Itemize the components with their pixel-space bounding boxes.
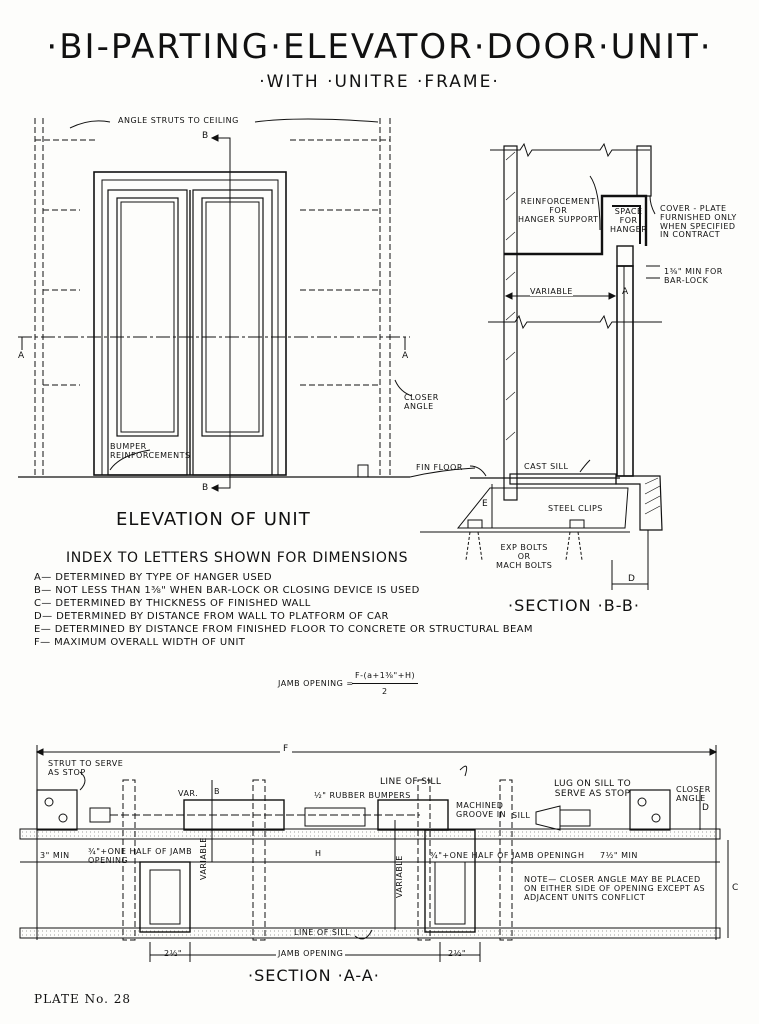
label-a-right: A (402, 351, 409, 361)
label-closer-angle-aa: CLOSER ANGLE (676, 785, 711, 803)
label-h-right: H (578, 851, 585, 860)
label-closer-angle: CLOSER ANGLE (404, 393, 439, 411)
elevation-caption: ELEVATION OF UNIT (116, 509, 311, 530)
label-closer-note: NOTE— CLOSER ANGLE MAY BE PLACED ON EITH… (524, 875, 706, 902)
label-machined-groove: MACHINED GROOVE IN (456, 801, 507, 819)
section-bb-caption: ·SECTION ·B-B· (508, 596, 640, 615)
section-bb-drawing (420, 142, 663, 590)
label-steel-clips: STEEL CLIPS (548, 504, 603, 513)
label-rubber-bumpers: ½" RUBBER BUMPERS (314, 791, 411, 800)
label-variable-left: VARIABLE (199, 837, 208, 880)
label-one-half-right: ¾"+ONE HALF OF JAMB OPENING (430, 851, 578, 860)
label-f: F (280, 745, 292, 754)
label-line-of-sill-bottom: LINE OF SILL (294, 928, 351, 937)
label-three-min: 3" MIN (40, 851, 70, 860)
formula-denominator: 2 (382, 687, 388, 696)
index-item: A— DETERMINED BY TYPE OF HANGER USED (34, 572, 272, 583)
index-item: D— DETERMINED BY DISTANCE FROM WALL TO P… (34, 611, 389, 622)
label-fin-floor: FIN FLOOR (416, 463, 463, 472)
page-subtitle: ·WITH ·UNITRE ·FRAME· (259, 72, 500, 92)
label-h-left: H (315, 849, 322, 858)
label-reinforcement: REINFORCEMENT FOR HANGER SUPPORT (518, 197, 599, 224)
label-a: A (622, 287, 629, 297)
label-cover-plate: COVER - PLATE FURNISHED ONLY WHEN SPECIF… (660, 204, 737, 240)
label-min-bar-lock: 1⅜" MIN FOR BAR-LOCK (664, 267, 723, 285)
label-b-top: B (202, 131, 209, 141)
index-item: F— MAXIMUM OVERALL WIDTH OF UNIT (34, 637, 246, 648)
label-sill: SILL (512, 811, 531, 820)
label-strut: STRUT TO SERVE AS STOP (48, 759, 124, 777)
label-seven-min: 7½" MIN (600, 851, 638, 860)
label-d-aa: D (702, 803, 710, 813)
elevation-drawing (18, 118, 476, 492)
label-variable: VARIABLE (530, 287, 573, 296)
label-one-half-left: ¾"+ONE HALF OF JAMB OPENING (88, 847, 193, 865)
label-lug: LUG ON SILL TO SERVE AS STOP (554, 779, 632, 799)
label-var: VAR. (178, 789, 199, 798)
plate-number: PLATE No. 28 (34, 992, 132, 1006)
label-d: D (628, 574, 636, 584)
label-a-left: A (18, 351, 25, 361)
formula-rule (352, 683, 418, 684)
label-cast-sill: CAST SILL (524, 462, 569, 471)
label-angle-struts: ANGLE STRUTS TO CEILING (118, 116, 239, 125)
section-aa-caption: ·SECTION ·A-A· (248, 966, 380, 985)
label-two-left: 2½" (164, 949, 183, 958)
index-item: B— NOT LESS THAN 1⅜" WHEN BAR-LOCK OR CL… (34, 585, 420, 596)
formula-label: JAMB OPENING = (278, 679, 354, 688)
label-variable-right: VARIABLE (395, 855, 404, 898)
label-c: C (732, 883, 739, 893)
label-b-bottom: B (202, 483, 209, 493)
index-heading: INDEX TO LETTERS SHOWN FOR DIMENSIONS (66, 550, 409, 566)
page-title: ·BI-PARTING·ELEVATOR·DOOR·UNIT· (46, 27, 713, 67)
label-e: E (482, 499, 489, 509)
label-line-of-sill-top: LINE OF SILL (380, 777, 442, 787)
label-bumper-reinforcements: BUMPER REINFORCEMENTS (110, 442, 191, 460)
label-b: B (214, 787, 220, 796)
index-item: E— DETERMINED BY DISTANCE FROM FINISHED … (34, 624, 533, 635)
formula-numerator: F-(a+1⅜"+H) (355, 671, 416, 680)
label-exp-bolts: EXP BOLTS OR MACH BOLTS (496, 543, 553, 570)
label-two-right: 2½" (448, 949, 467, 958)
label-jamb-opening: JAMB OPENING (276, 949, 346, 958)
label-space-for-hanger: SPACE FOR HANGER (610, 207, 648, 234)
index-item: C— DETERMINED BY THICKNESS OF FINISHED W… (34, 598, 311, 609)
